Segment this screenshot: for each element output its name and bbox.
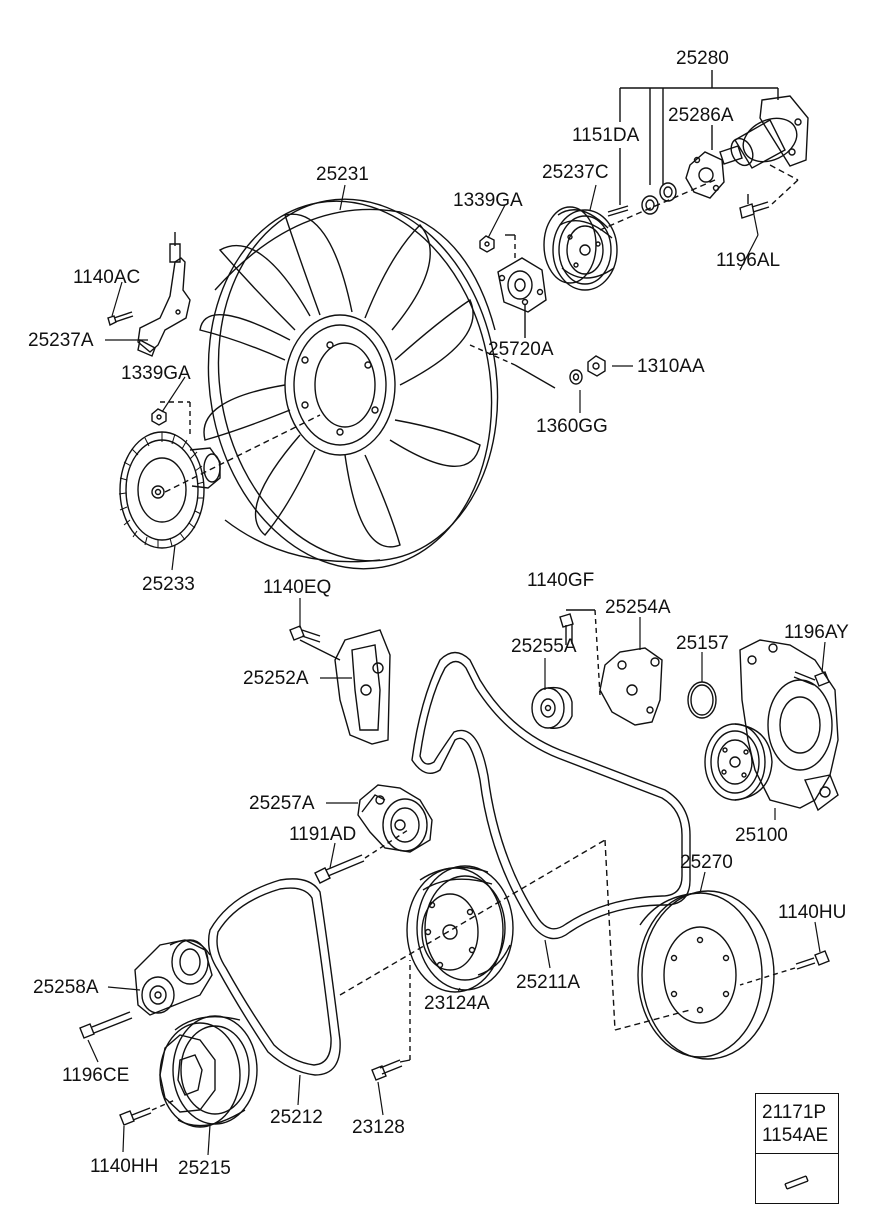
fan-25231 <box>199 198 499 570</box>
label-1360GG: 1360GG <box>536 416 608 437</box>
label-1196AY: 1196AY <box>784 622 849 643</box>
pulley-25237C <box>543 206 618 291</box>
label-25211A: 25211A <box>516 972 581 993</box>
label-25258A: 25258A <box>33 977 99 998</box>
bracket-25252A <box>289 625 391 745</box>
label-25252A: 25252A <box>243 668 309 689</box>
label-1151DA: 1151DA <box>572 125 640 146</box>
bracket-25280 <box>599 70 809 231</box>
label-1339GA-top: 1339GA <box>453 190 523 211</box>
label-1196AL: 1196AL <box>716 250 781 271</box>
pulley-25215 <box>119 1015 258 1128</box>
label-23124A: 23124A <box>424 993 490 1014</box>
label-25215: 25215 <box>178 1158 231 1179</box>
fan-clutch-25233 <box>118 401 321 549</box>
belt-25212 <box>207 878 341 1076</box>
nut-1310AA <box>587 355 606 377</box>
label-23128: 23128 <box>352 1117 405 1138</box>
hub-25720A <box>479 234 547 338</box>
leader-lines <box>87 184 826 1156</box>
oring-25157 <box>687 681 717 719</box>
label-25255A: 25255A <box>511 636 577 657</box>
stud-icon <box>784 1175 809 1190</box>
label-25233: 25233 <box>142 574 195 595</box>
label-1140EQ: 1140EQ <box>263 577 332 598</box>
label-25720A: 25720A <box>488 339 554 360</box>
tensioner-25254A <box>559 609 663 726</box>
label-25237A: 25237A <box>28 330 94 351</box>
tensioner-25257A <box>314 784 433 884</box>
label-25100: 25100 <box>735 825 788 846</box>
label-1140AC: 1140AC <box>73 267 141 288</box>
tensioner-25258A <box>79 939 213 1039</box>
label-1140HH: 1140HH <box>90 1156 159 1177</box>
water-pump-25100 <box>704 639 839 812</box>
label-25286A: 25286A <box>668 105 734 126</box>
washer-1360GG <box>569 369 583 385</box>
bracket-25237A <box>107 232 191 357</box>
label-25237C: 25237C <box>542 162 609 183</box>
belt-25211A <box>411 651 691 940</box>
label-25270: 25270 <box>680 852 733 873</box>
label-1140HU: 1140HU <box>778 902 847 923</box>
label-25257A: 25257A <box>249 793 315 814</box>
label-1310AA: 1310AA <box>637 356 705 377</box>
label-25212: 25212 <box>270 1107 323 1128</box>
label-25157: 25157 <box>676 633 729 654</box>
label-25254A: 25254A <box>605 597 671 618</box>
legend-divider <box>756 1153 838 1154</box>
legend-box: 21171P 1154AE <box>755 1093 839 1204</box>
label-1196CE: 1196CE <box>62 1065 130 1086</box>
crank-pulley-23124A <box>339 839 691 1081</box>
leader-1360GG-b <box>514 364 556 389</box>
label-1339GA-mid: 1339GA <box>121 363 191 384</box>
label-1140GF: 1140GF <box>527 570 595 591</box>
legend-line2: 1154AE <box>762 1125 829 1146</box>
legend-line1: 21171P <box>762 1102 827 1123</box>
idler-25255A <box>531 686 573 729</box>
label-1191AD: 1191AD <box>289 824 357 845</box>
label-25280: 25280 <box>676 48 729 69</box>
label-25231: 25231 <box>316 164 369 185</box>
